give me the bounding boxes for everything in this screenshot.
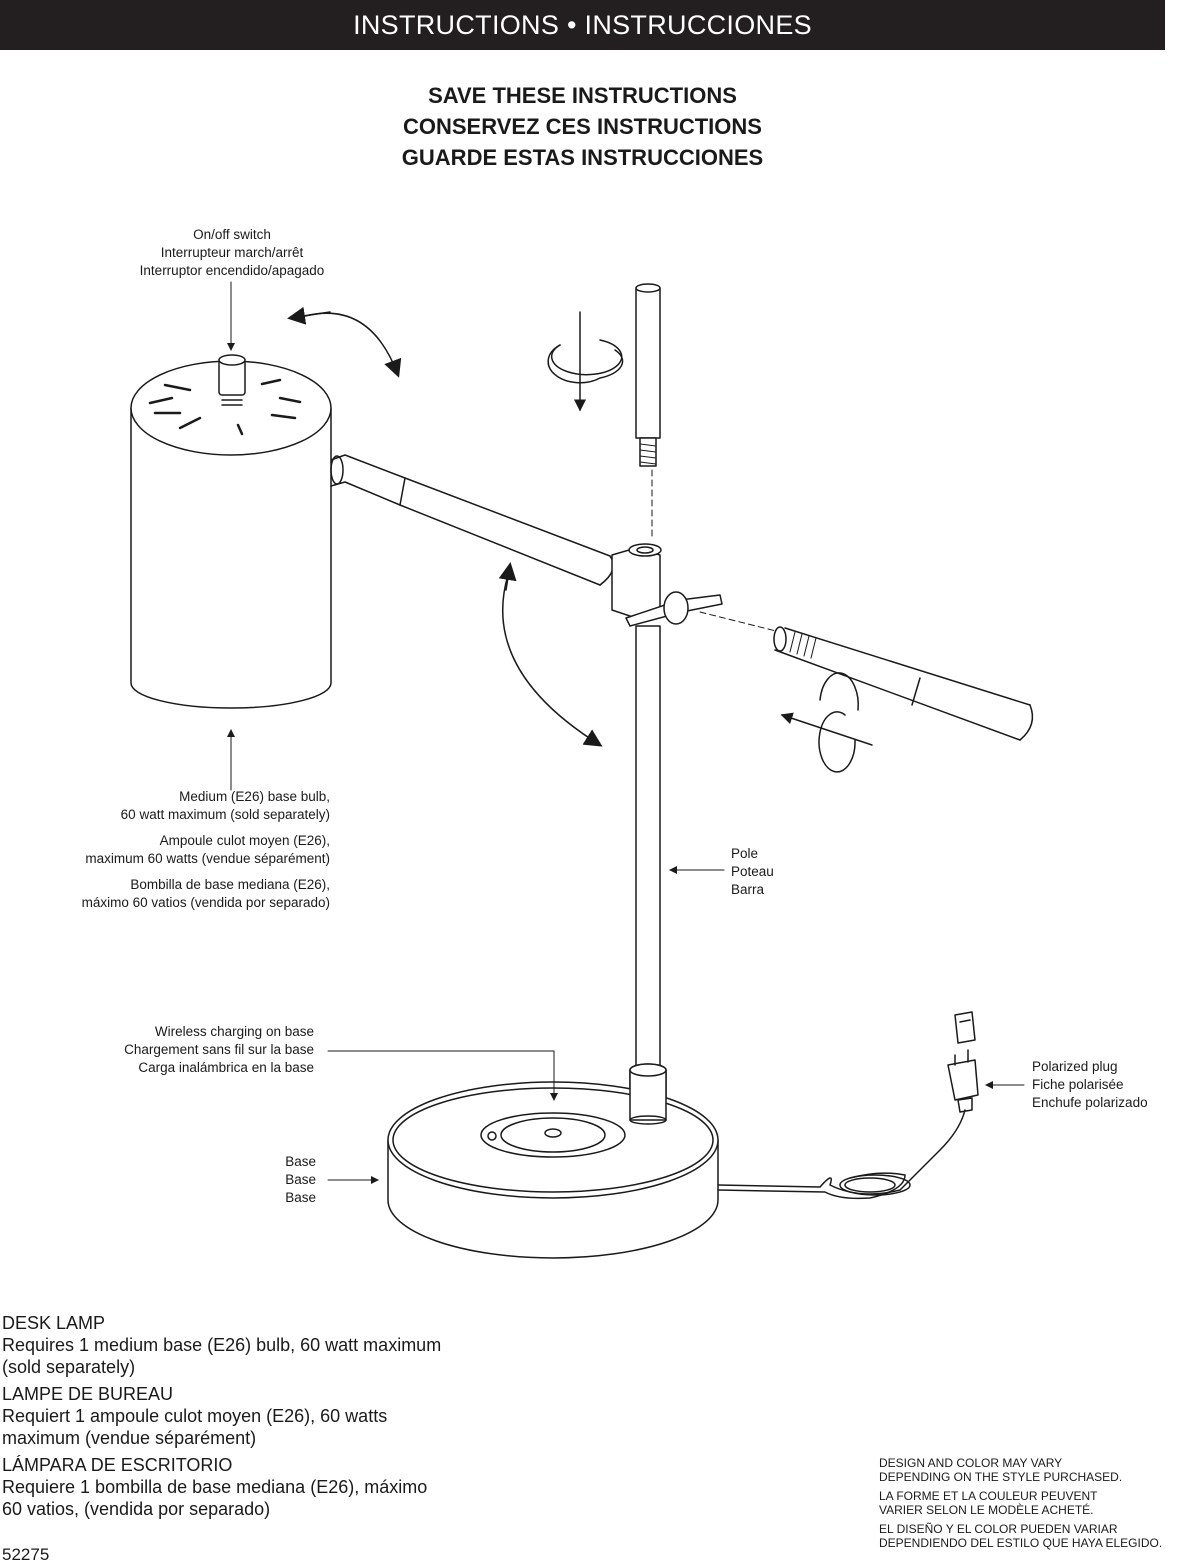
description-en: DESK LAMP Requires 1 medium base (E26) b… bbox=[2, 1313, 442, 1377]
disclaimer-fr: LA FORME ET LA COULEUR PEUVENT VARIER SE… bbox=[879, 1489, 1098, 1517]
header-title: INSTRUCTIONS • INSTRUCCIONES bbox=[353, 9, 812, 40]
description-fr: LAMPE DE BUREAU Requiert 1 ampoule culot… bbox=[2, 1384, 388, 1448]
swivel-arrow-arm bbox=[498, 562, 603, 747]
callout-lines bbox=[227, 281, 1025, 1184]
disclaimer-es: EL DISEÑO Y EL COLOR PUEDEN VARIAR DEPEN… bbox=[879, 1522, 1163, 1550]
bulb-label-en: Medium (E26) base bulb, 60 watt maximum … bbox=[120, 789, 330, 822]
save-instructions-es: GUARDE ESTAS INSTRUCCIONES bbox=[401, 145, 764, 170]
upper-pole-section bbox=[635, 283, 661, 467]
description-es: LÁMPARA DE ESCRITORIO Requiere 1 bombill… bbox=[2, 1455, 428, 1519]
pole bbox=[629, 625, 667, 1121]
pole-label: Pole Poteau Barra bbox=[731, 846, 774, 897]
save-instructions-fr: CONSERVEZ CES INSTRUCTIONS bbox=[403, 114, 762, 139]
model-number: 52275 bbox=[2, 1545, 50, 1564]
save-instructions-en: SAVE THESE INSTRUCTIONS bbox=[428, 83, 737, 108]
lamp-shade bbox=[130, 354, 332, 709]
product-description: DESK LAMP Requires 1 medium base (E26) b… bbox=[2, 1312, 442, 1525]
swivel-arrow-shade bbox=[287, 306, 402, 378]
wireless-charging-label: Wireless charging on base Chargement san… bbox=[124, 1024, 314, 1075]
switch-label: On/off switch Interrupteur march/arrêt I… bbox=[139, 227, 325, 278]
base-label: Base Base Base bbox=[285, 1154, 316, 1205]
save-instructions: SAVE THESE INSTRUCTIONS CONSERVEZ CES IN… bbox=[0, 80, 1165, 173]
bulb-label-fr: Ampoule culot moyen (E26), maximum 60 wa… bbox=[85, 833, 330, 866]
lamp-arm bbox=[330, 439, 781, 633]
polarized-plug bbox=[947, 1011, 979, 1113]
plug-label: Polarized plug Fiche polarisée Enchufe p… bbox=[1032, 1059, 1148, 1110]
rotation-indicator-side bbox=[780, 672, 873, 773]
bulb-label-es: Bombilla de base mediana (E26), máximo 6… bbox=[81, 877, 330, 910]
lamp-base bbox=[387, 1063, 719, 1259]
header-bar: INSTRUCTIONS • INSTRUCCIONES bbox=[0, 0, 1165, 50]
bulb-label: Medium (E26) base bulb, 60 watt maximum … bbox=[20, 788, 330, 920]
arm-extension-piece bbox=[773, 626, 1034, 741]
rotation-indicator-top bbox=[547, 311, 624, 412]
disclaimer: DESIGN AND COLOR MAY VARY DEPENDING ON T… bbox=[879, 1456, 1187, 1555]
disclaimer-en: DESIGN AND COLOR MAY VARY DEPENDING ON T… bbox=[879, 1456, 1123, 1484]
power-cord bbox=[717, 1109, 966, 1200]
